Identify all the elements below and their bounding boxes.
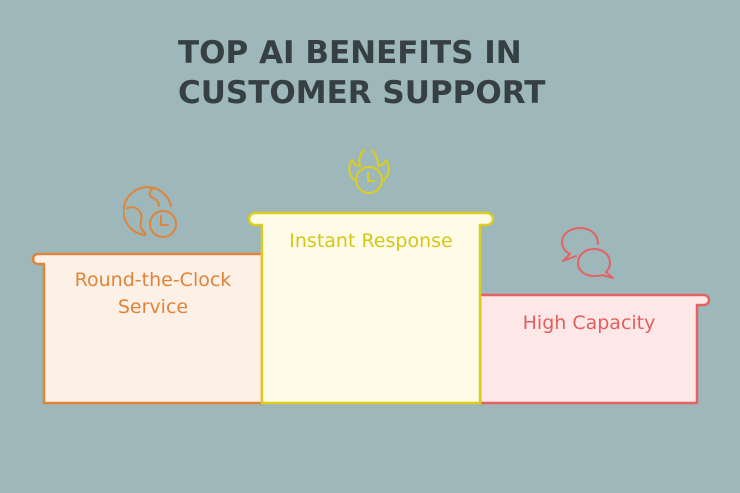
podium-block-right: [478, 293, 711, 405]
title-line-2: CUSTOMER SUPPORT: [178, 75, 546, 111]
label-line-2: Service: [117, 296, 189, 318]
podium-label-round-the-clock: Round-the-Clock Service: [44, 267, 262, 321]
chat-bubbles-icon: [561, 227, 614, 279]
title-line-1: TOP AI BENEFITS IN: [178, 35, 522, 71]
podium-label-high-capacity: High Capacity: [481, 310, 697, 337]
label-line-1: Round-the-Clock: [74, 269, 232, 291]
podium-block-left: [31, 252, 264, 405]
label-line-1: Instant Response: [289, 230, 453, 252]
globe-clock-icon: [123, 186, 177, 238]
fire-clock-icon: [348, 149, 390, 194]
label-line-1: High Capacity: [522, 312, 656, 334]
podium-block-center: [247, 211, 495, 405]
page-title: TOP AI BENEFITS IN CUSTOMER SUPPORT: [178, 33, 545, 113]
podium-label-instant-response: Instant Response: [262, 228, 480, 255]
